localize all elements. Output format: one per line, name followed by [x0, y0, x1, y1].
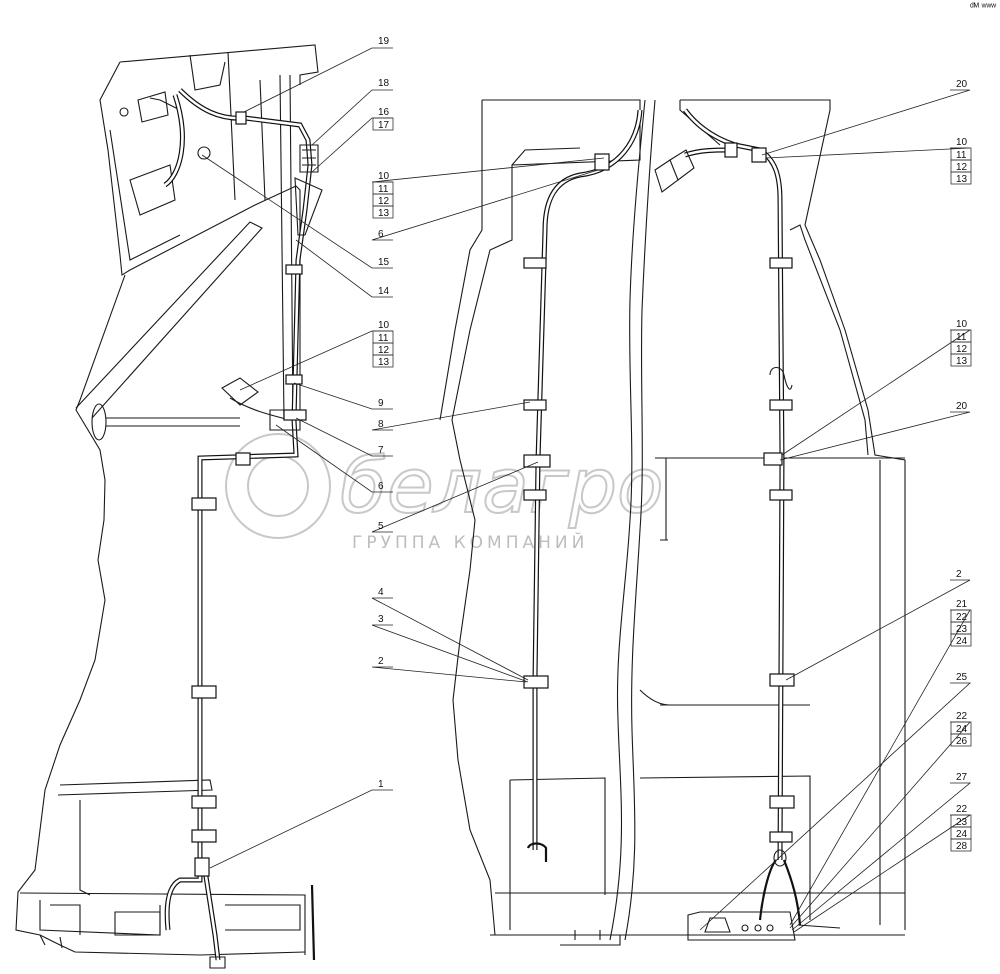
left-callouts: 19 18 16 17 10 11 12 13 6 15 14 10 11 12…: [372, 36, 394, 790]
callout-22: 22: [956, 711, 968, 722]
callout-2: 2: [956, 569, 962, 580]
right-cable-b: [683, 108, 785, 861]
callout-13: 13: [956, 356, 968, 367]
callout-12: 12: [956, 344, 968, 355]
callout-11: 11: [378, 333, 389, 344]
callout-27: 27: [956, 772, 968, 783]
callout-10: 10: [378, 171, 390, 182]
callout-20: 20: [956, 401, 968, 412]
callout-26: 26: [956, 736, 968, 747]
callout-12: 12: [378, 196, 390, 207]
watermark: белагро ГРУППА КОМПАНИЙ: [225, 433, 664, 553]
callout-12: 12: [378, 345, 390, 356]
callout-17: 17: [378, 120, 390, 131]
callout-10: 10: [956, 137, 968, 148]
right-view: [439, 99, 906, 946]
callout-23: 23: [956, 624, 968, 635]
callout-22: 22: [956, 612, 968, 623]
callout-11: 11: [378, 184, 389, 195]
corner-mark: ᵈᴹ ʷʷʷ: [970, 2, 996, 13]
connector-icon: [654, 159, 679, 193]
callout-2: 2: [378, 656, 384, 667]
callout-22: 22: [956, 804, 968, 815]
callout-5: 5: [378, 521, 384, 532]
left-view: [15, 44, 323, 969]
callout-24: 24: [956, 636, 968, 647]
callout-1: 1: [378, 779, 384, 790]
callout-14: 14: [378, 286, 390, 297]
callout-24: 24: [956, 829, 968, 840]
callout-25: 25: [956, 672, 968, 683]
terminal-block: [687, 911, 796, 941]
callout-11: 11: [956, 150, 967, 161]
callout-13: 13: [956, 174, 968, 185]
callout-3: 3: [378, 614, 384, 625]
callout-10: 10: [378, 320, 390, 331]
right-callouts: 20 10 11 12 13 10 11 12 13 20 2 21 22 23…: [950, 79, 972, 852]
callout-21: 21: [956, 599, 968, 610]
callout-12: 12: [956, 162, 968, 173]
callout-7: 7: [378, 445, 384, 456]
callout-24: 24: [956, 724, 968, 735]
callout-18: 18: [378, 78, 390, 89]
watermark-brand: белагро: [340, 441, 663, 530]
callout-4: 4: [378, 587, 384, 598]
callout-20: 20: [956, 79, 968, 90]
left-cable: [164, 88, 313, 931]
callout-10: 10: [956, 319, 968, 330]
callout-11: 11: [956, 332, 967, 343]
callout-28: 28: [956, 841, 968, 852]
watermark-subtitle: ГРУППА КОМПАНИЙ: [352, 531, 588, 553]
callout-23: 23: [956, 817, 968, 828]
callout-16: 16: [378, 107, 390, 118]
clip-icon: [235, 111, 247, 125]
left-body-outline: [15, 44, 319, 956]
watermark-logo-icon: [225, 433, 331, 539]
callout-13: 13: [378, 357, 390, 368]
right-center-panel: [609, 99, 646, 941]
callout-6: 6: [378, 229, 384, 240]
callout-19: 19: [378, 36, 390, 47]
callout-6: 6: [378, 481, 384, 492]
callout-8: 8: [378, 419, 384, 430]
callout-15: 15: [378, 257, 390, 268]
callout-13: 13: [378, 208, 390, 219]
callout-9: 9: [378, 398, 384, 409]
